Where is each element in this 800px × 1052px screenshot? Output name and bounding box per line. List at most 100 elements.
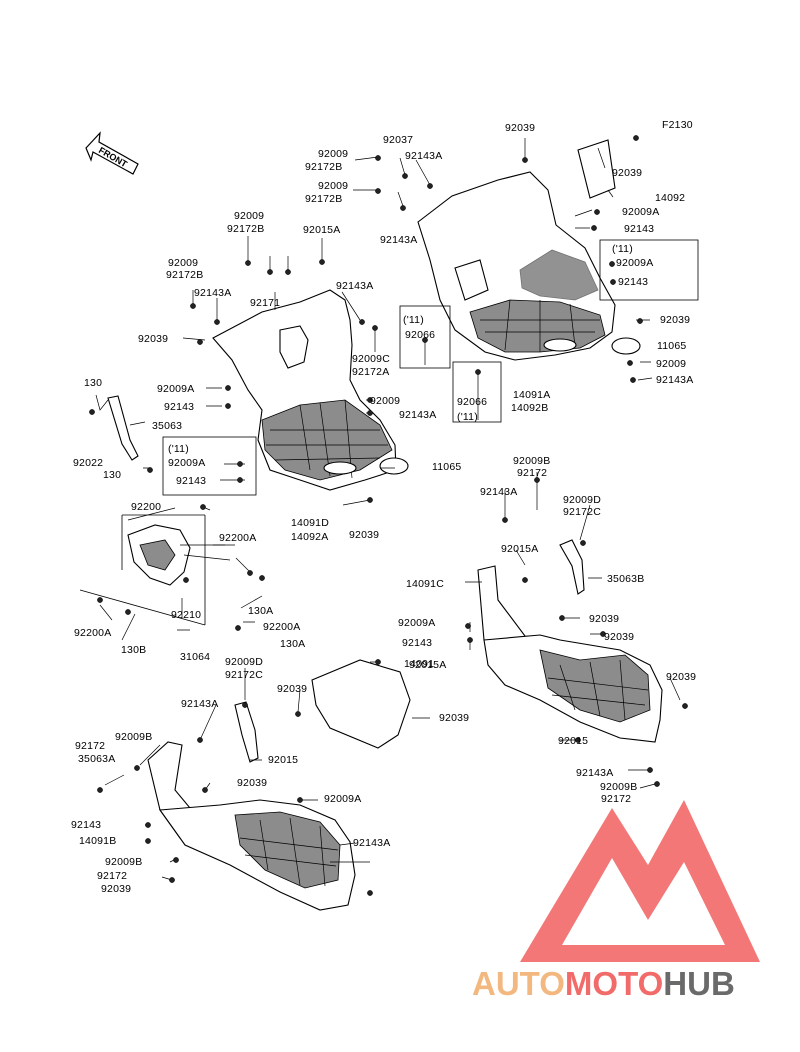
fastener-icon: [575, 737, 581, 743]
fastener-icon: [145, 822, 151, 828]
part-label: 35063B: [607, 573, 644, 585]
part-label: 130: [103, 469, 121, 481]
part-label: 14091D: [291, 517, 329, 529]
fastener-icon: [285, 269, 291, 275]
fastener-icon: [225, 403, 231, 409]
part-label: 92009: [234, 210, 264, 222]
watermark-logo: AUTOMOTOHUB: [472, 800, 760, 1002]
callout-box-11-left: [162, 436, 257, 496]
part-label: 92009A: [324, 793, 361, 805]
part-label: 92200A: [219, 532, 256, 544]
fastener-icon: [372, 325, 378, 331]
front-arrow-icon: [85, 131, 139, 175]
part-label: 92037: [383, 134, 413, 146]
watermark-triangle-icon: [520, 800, 760, 962]
part-label: 92009C: [352, 353, 390, 365]
part-label: 92143A: [656, 374, 693, 386]
fastener-icon: [600, 631, 606, 637]
fastener-icon: [197, 339, 203, 345]
part-label: 92039: [505, 122, 535, 134]
part-label: 92172: [97, 870, 127, 882]
part-label: 92143A: [336, 280, 373, 292]
part-label: 14091B: [79, 835, 116, 847]
fastener-icon: [402, 173, 408, 179]
fastener-icon: [367, 890, 373, 896]
part-label: 92039: [101, 883, 131, 895]
part-label: 14091: [404, 658, 434, 670]
part-label: ('11): [168, 443, 189, 455]
part-label: 92143: [624, 223, 654, 235]
part-label: ('11): [403, 314, 424, 326]
fastener-icon: [247, 570, 253, 576]
part-label: 92172: [601, 793, 631, 805]
fastener-icon: [375, 188, 381, 194]
part-label: 92039: [589, 613, 619, 625]
front-arrow: FRONT: [85, 131, 139, 175]
part-label: 14092: [655, 192, 685, 204]
part-label: 92200A: [74, 627, 111, 639]
part-label: 35063A: [78, 753, 115, 765]
svg-text:AUTOMOTOHUB: AUTOMOTOHUB: [472, 965, 735, 1002]
part-label: 92015: [268, 754, 298, 766]
figure-code: F2130: [662, 119, 693, 131]
part-label: 92009A: [622, 206, 659, 218]
fastener-icon: [242, 702, 248, 708]
fastener-icon: [319, 259, 325, 265]
part-label: 92039: [237, 777, 267, 789]
front-right-fender-floor: [539, 649, 651, 723]
part-label: 92143A: [353, 837, 390, 849]
part-label: ('11): [612, 243, 633, 255]
part-label: 92039: [277, 683, 307, 695]
fastener-icon: [427, 183, 433, 189]
fastener-icon: [534, 477, 540, 483]
fastener-icon: [502, 517, 508, 523]
part-label: 92171: [250, 297, 280, 309]
fastener-icon: [197, 737, 203, 743]
part-label: 92009A: [168, 457, 205, 469]
part-label: 92143: [402, 637, 432, 649]
callout-bracket-31064: [79, 514, 206, 626]
fastener-icon: [237, 477, 243, 483]
fastener-icon: [475, 369, 481, 375]
fastener-icon: [647, 767, 653, 773]
part-label: 92009: [318, 148, 348, 160]
rear-right-fender: [417, 171, 616, 361]
fastener-icon: [375, 659, 381, 665]
fastener-icon: [295, 711, 301, 717]
fastener-icon: [97, 597, 103, 603]
cap-11065-left: [379, 457, 409, 475]
fastener-icon: [235, 625, 241, 631]
part-label: 92210: [171, 609, 201, 621]
fastener-icon: [225, 385, 231, 391]
fastener-icon: [400, 205, 406, 211]
part-label: 92200: [131, 501, 161, 513]
part-label: 92143A: [399, 409, 436, 421]
fastener-icon: [134, 765, 140, 771]
leader-lines: [95, 138, 681, 881]
fastener-icon: [522, 577, 528, 583]
part-label: 92009: [168, 257, 198, 269]
part-label: 14091C: [406, 578, 444, 590]
fastener-icon: [633, 135, 639, 141]
part-label: 130A: [248, 605, 273, 617]
watermark-text-hub: HUB: [663, 965, 735, 1002]
part-label: 92039: [660, 314, 690, 326]
part-label: 92009B: [513, 455, 550, 467]
front-right-fender: [477, 565, 663, 743]
bracket-35063A: [234, 701, 259, 763]
part-label: 14092A: [291, 531, 328, 543]
fastener-icon: [267, 269, 273, 275]
part-label: 92039: [612, 167, 642, 179]
fastener-icon: [214, 319, 220, 325]
fastener-icon: [183, 577, 189, 583]
part-label: 92143: [176, 475, 206, 487]
fastener-icon: [375, 155, 381, 161]
fastener-icon: [145, 838, 151, 844]
part-label: 11065: [657, 340, 686, 352]
fastener-icon: [630, 377, 636, 383]
part-label: 92200A: [263, 621, 300, 633]
rear-left-fender: [212, 289, 397, 491]
part-label: 130: [84, 377, 102, 389]
callout-box-92066-bottom: [452, 361, 502, 423]
part-label: 92015A: [409, 659, 446, 671]
